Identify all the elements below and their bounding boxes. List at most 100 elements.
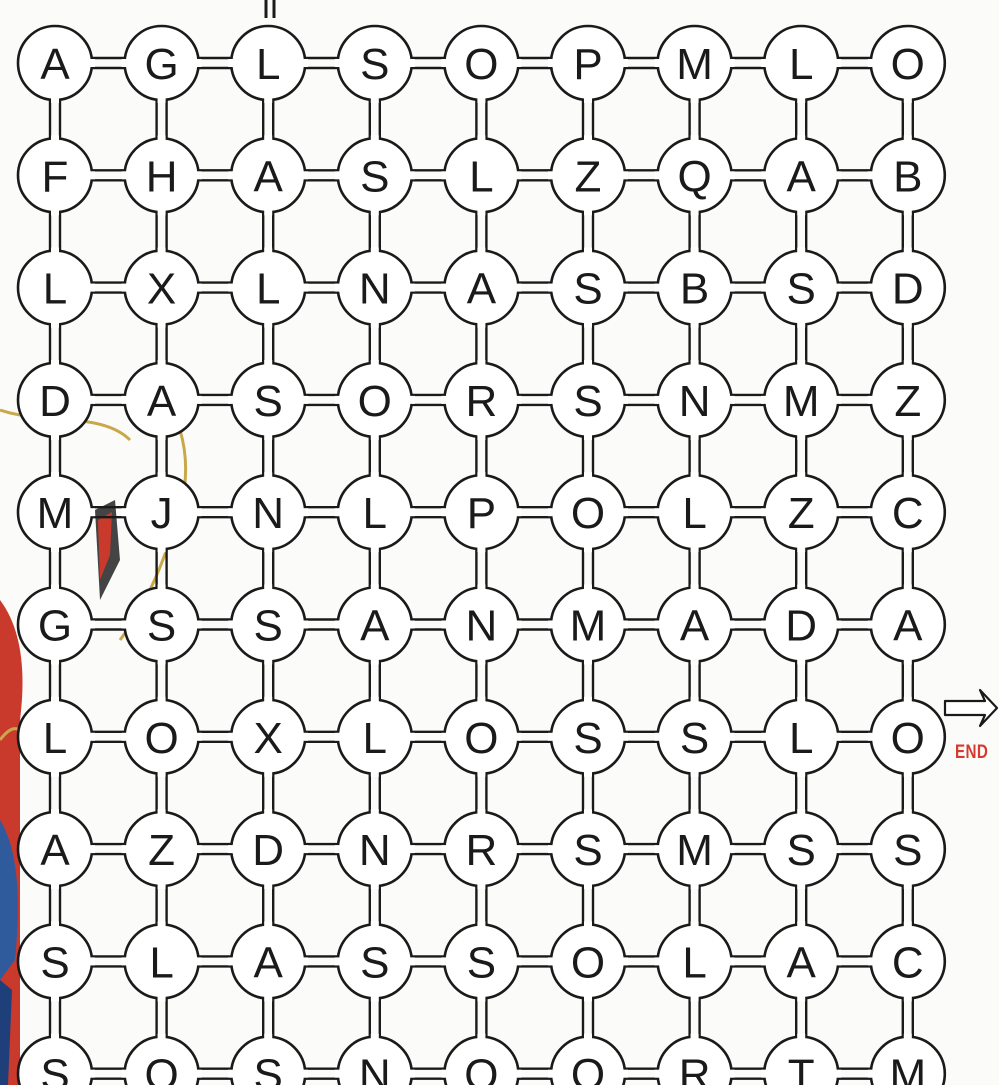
- corridor-opening: [197, 733, 202, 741]
- corridor-opening: [691, 360, 699, 365]
- corridor-opening: [90, 59, 95, 67]
- corridor-opening: [264, 996, 272, 1001]
- cell-letter: X: [254, 714, 283, 763]
- corridor-opening: [122, 957, 127, 965]
- corridor-opening: [441, 733, 446, 741]
- corridor-opening: [761, 171, 766, 179]
- corridor-opening: [516, 845, 521, 853]
- cell-letter: M: [676, 826, 713, 875]
- corridor-opening: [691, 809, 699, 814]
- corridor-opening: [584, 660, 592, 665]
- corridor-opening: [264, 472, 272, 477]
- corridor-opening: [410, 845, 415, 853]
- corridor-opening: [797, 809, 805, 814]
- corridor-opening: [90, 1070, 95, 1078]
- corridor-opening: [51, 472, 59, 477]
- cell-letter: C: [892, 489, 924, 538]
- corridor-opening: [51, 135, 59, 140]
- corridor-opening: [836, 508, 841, 516]
- corridor-opening: [761, 957, 766, 965]
- corridor-opening: [548, 171, 553, 179]
- corridor-opening: [158, 248, 166, 253]
- corridor-opening: [51, 248, 59, 253]
- corridor-opening: [410, 171, 415, 179]
- corridor-opening: [51, 809, 59, 814]
- corridor-opening: [158, 660, 166, 665]
- corridor-opening: [904, 210, 912, 215]
- corridor-opening: [335, 957, 340, 965]
- corridor-opening: [197, 171, 202, 179]
- cell-letter: Z: [788, 489, 815, 538]
- corridor-opening: [477, 98, 485, 103]
- cell-letter: R: [679, 1051, 711, 1085]
- corridor-opening: [904, 360, 912, 365]
- corridor-opening: [371, 547, 379, 552]
- cell-letter: G: [144, 40, 178, 89]
- corridor-opening: [516, 508, 521, 516]
- cell-letter: N: [359, 1051, 391, 1085]
- corridor-opening: [371, 996, 379, 1001]
- corridor-opening: [228, 396, 233, 404]
- corridor-opening: [516, 171, 521, 179]
- corridor-opening: [410, 733, 415, 741]
- corridor-opening: [655, 171, 660, 179]
- corridor-opening: [797, 585, 805, 590]
- corridor-opening: [584, 360, 592, 365]
- corridor-opening: [584, 323, 592, 328]
- cell-letter: A: [893, 602, 923, 651]
- corridor-opening: [691, 697, 699, 702]
- corridor-opening: [868, 1070, 873, 1078]
- corridor-opening: [477, 585, 485, 590]
- cell-letter: O: [144, 714, 178, 763]
- corridor-opening: [158, 435, 166, 440]
- corridor-opening: [691, 135, 699, 140]
- corridor-opening: [691, 585, 699, 590]
- corridor-opening: [410, 957, 415, 965]
- corridor-opening: [158, 98, 166, 103]
- corridor-opening: [655, 1070, 660, 1078]
- corridor-opening: [335, 733, 340, 741]
- corridor-opening: [158, 772, 166, 777]
- corridor-opening: [730, 1070, 735, 1078]
- corridor-opening: [655, 733, 660, 741]
- corridor-opening: [371, 884, 379, 889]
- cell-letter: Z: [148, 826, 175, 875]
- corridor-opening: [797, 248, 805, 253]
- cell-letter: A: [254, 938, 284, 987]
- corridor-opening: [264, 248, 272, 253]
- corridor-opening: [797, 98, 805, 103]
- corridor-opening: [303, 59, 308, 67]
- cell-letter: O: [891, 714, 925, 763]
- cell-letter: S: [40, 1051, 69, 1085]
- corridor-opening: [691, 996, 699, 1001]
- cell-letter: B: [680, 265, 709, 314]
- corridor-opening: [584, 435, 592, 440]
- corridor-opening: [303, 171, 308, 179]
- cell-letter: M: [37, 489, 74, 538]
- corridor-opening: [868, 621, 873, 629]
- cell-letter: N: [252, 489, 284, 538]
- corridor-opening: [122, 171, 127, 179]
- corridor-opening: [122, 1070, 127, 1078]
- corridor-opening: [584, 1034, 592, 1039]
- corridor-opening: [51, 435, 59, 440]
- corridor-opening: [197, 284, 202, 292]
- cell-letter: H: [146, 152, 178, 201]
- cell-letter: L: [149, 938, 173, 987]
- corridor-opening: [158, 996, 166, 1001]
- cell-letter: A: [147, 377, 177, 426]
- corridor-opening: [761, 1070, 766, 1078]
- corridor-opening: [371, 472, 379, 477]
- corridor-opening: [904, 472, 912, 477]
- cell-letter: R: [466, 377, 498, 426]
- corridor-opening: [868, 59, 873, 67]
- corridor-opening: [548, 957, 553, 965]
- cell-letter: S: [147, 602, 176, 651]
- corridor-opening: [371, 585, 379, 590]
- corridor-opening: [197, 396, 202, 404]
- cell-letter: R: [466, 826, 498, 875]
- corridor-opening: [477, 809, 485, 814]
- corridor-opening: [584, 135, 592, 140]
- corridor-opening: [730, 284, 735, 292]
- corridor-opening: [335, 396, 340, 404]
